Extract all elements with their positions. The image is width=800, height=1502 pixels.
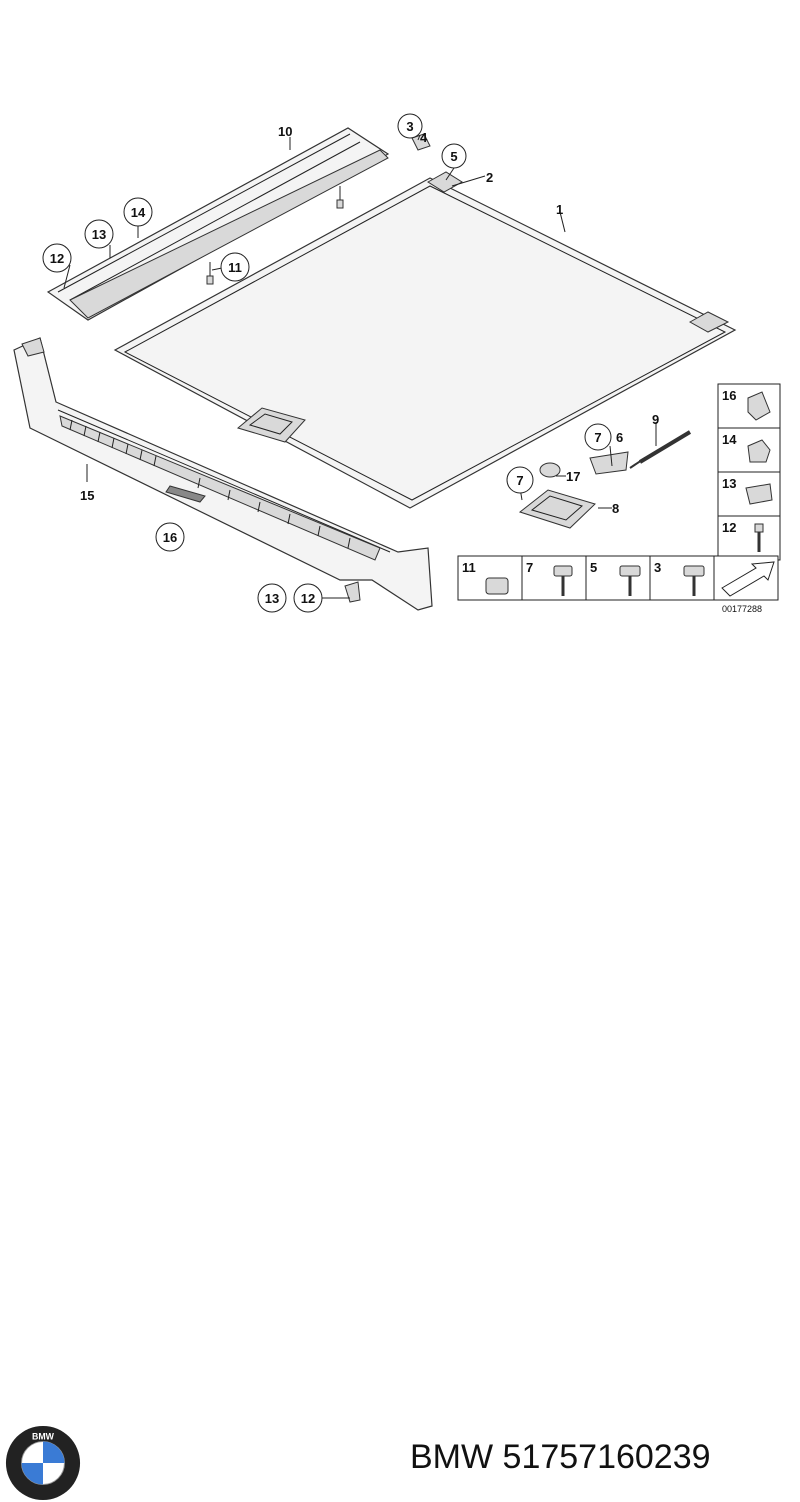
svg-text:3: 3 — [406, 119, 413, 134]
svg-text:13: 13 — [722, 476, 736, 491]
callout-3: 3 — [397, 113, 423, 139]
svg-text:14: 14 — [722, 432, 737, 447]
small-parts — [344, 133, 692, 603]
callout-10: 10 — [278, 124, 292, 139]
bmw-logo: BMW — [5, 1425, 81, 1501]
callout-6: 6 — [616, 430, 623, 445]
reference-number: 00177288 — [722, 604, 762, 614]
svg-text:16: 16 — [163, 530, 177, 545]
svg-text:13: 13 — [92, 227, 106, 242]
callout-13: 13 — [84, 219, 114, 249]
callout-5: 5 — [441, 143, 467, 169]
rail-assembly — [46, 127, 390, 321]
svg-text:12: 12 — [50, 251, 64, 266]
callout-12-bottom: 12 — [293, 583, 323, 613]
callout-8: 8 — [612, 501, 619, 516]
bumper-trim — [13, 337, 433, 611]
parts-diagram: 3 4 5 2 1 10 14 13 12 11 15 16 13 12 7 6… — [13, 113, 781, 614]
svg-text:14: 14 — [131, 205, 146, 220]
svg-text:BMW: BMW — [32, 1432, 55, 1442]
callout-7-lower: 7 — [506, 466, 534, 494]
floor-panel — [113, 171, 737, 509]
callout-14: 14 — [123, 197, 153, 227]
svg-text:12: 12 — [301, 591, 315, 606]
callout-7-upper: 7 — [584, 423, 612, 451]
callout-1: 1 — [556, 202, 563, 217]
svg-text:5: 5 — [590, 560, 597, 575]
callout-13-bottom: 13 — [257, 583, 287, 613]
svg-text:11: 11 — [228, 260, 242, 275]
svg-text:7: 7 — [594, 430, 601, 445]
legend-right: 16 14 13 12 — [717, 383, 781, 561]
callout-12: 12 — [42, 243, 72, 273]
svg-text:7: 7 — [526, 560, 533, 575]
callout-2: 2 — [486, 170, 493, 185]
svg-text:11: 11 — [462, 560, 476, 575]
callout-11: 11 — [220, 252, 250, 282]
callout-4: 4 — [420, 130, 428, 145]
svg-text:13: 13 — [265, 591, 279, 606]
svg-text:3: 3 — [654, 560, 661, 575]
legend-bottom: 11 7 5 3 00177288 — [457, 555, 779, 614]
svg-text:7: 7 — [516, 473, 523, 488]
svg-text:5: 5 — [450, 149, 457, 164]
callout-9: 9 — [652, 412, 659, 427]
footer-caption: BMW 51757160239 — [410, 1438, 711, 1476]
svg-text:16: 16 — [722, 388, 736, 403]
svg-text:12: 12 — [722, 520, 736, 535]
callout-17: 17 — [566, 469, 580, 484]
callout-16: 16 — [155, 522, 185, 552]
footer: BMW BMW 51757160239 — [0, 700, 800, 1501]
callout-15: 15 — [80, 488, 94, 503]
